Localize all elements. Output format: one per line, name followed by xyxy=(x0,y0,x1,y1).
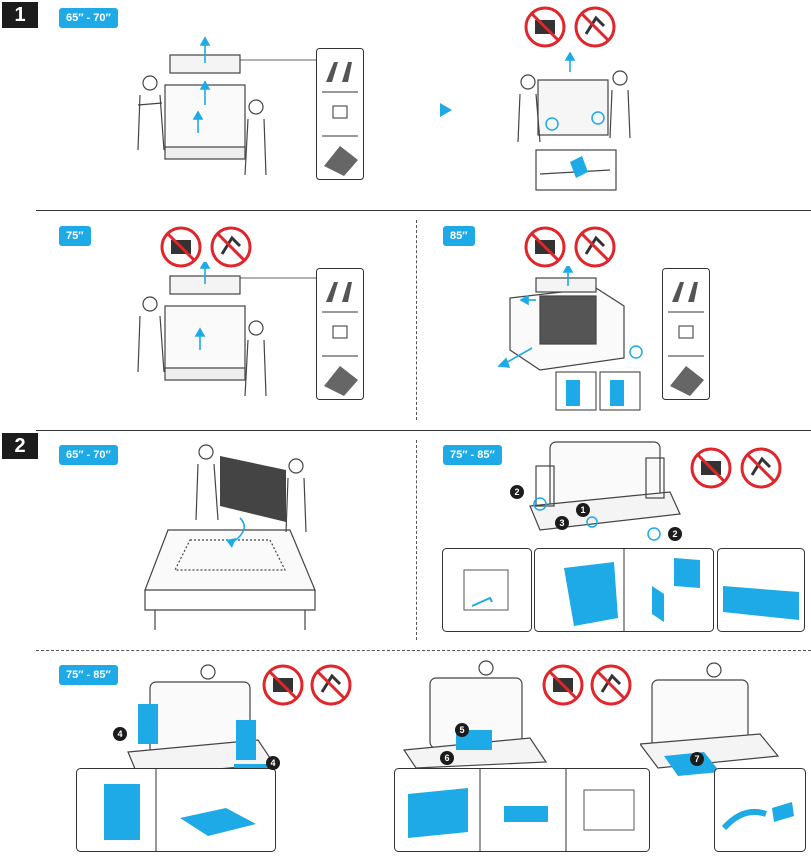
no-press-screen-icon xyxy=(574,6,616,48)
no-press-screen-icon xyxy=(574,226,616,268)
size-tag-s1-85: 85″ xyxy=(443,226,475,246)
accessory-box-3 xyxy=(662,268,710,400)
bottom-protector-illustration xyxy=(640,660,810,780)
no-press-screen-icon xyxy=(310,664,352,706)
callout-1: 1 xyxy=(576,503,590,517)
remove-tv-illustration xyxy=(510,52,640,194)
no-press-screen-icon xyxy=(210,226,252,268)
callout-5: 5 xyxy=(455,723,469,737)
protector-detail-5-6 xyxy=(394,768,650,852)
accessory-box-1 xyxy=(316,48,364,180)
side-protector-illustration xyxy=(108,660,284,780)
callout-2b: 2 xyxy=(668,527,682,541)
no-lift-by-screen-icon xyxy=(690,447,732,489)
no-lift-by-screen-icon xyxy=(262,664,304,706)
size-tag-s2-65-70: 65″ - 70″ xyxy=(59,445,118,465)
tape-detail-3 xyxy=(717,548,805,632)
callout-6: 6 xyxy=(440,751,454,765)
arrow-right-icon xyxy=(440,103,452,117)
unbox-75-illustration xyxy=(130,262,370,402)
no-press-screen-icon xyxy=(590,664,632,706)
callout-2: 2 xyxy=(510,485,524,499)
size-tag-s2-75-85: 75″ - 85″ xyxy=(443,445,502,465)
step-1-badge: 1 xyxy=(2,2,38,28)
size-tag-s2b-75-85: 75″ - 85″ xyxy=(59,665,118,685)
column-divider-1 xyxy=(416,220,417,420)
unbox-85-illustration xyxy=(496,266,656,412)
no-lift-by-screen-icon xyxy=(524,226,566,268)
no-lift-by-screen-icon xyxy=(524,6,566,48)
size-tag-s1-65-70: 65″ - 70″ xyxy=(59,8,118,28)
step-divider xyxy=(36,430,811,431)
row-divider xyxy=(36,650,811,651)
unbox-65-70-illustration xyxy=(130,35,370,180)
tape-detail-2 xyxy=(534,548,714,632)
callout-4b: 4 xyxy=(266,756,280,770)
section-divider xyxy=(36,210,811,211)
place-on-table-illustration xyxy=(140,440,340,635)
no-lift-by-screen-icon xyxy=(160,226,202,268)
callout-7: 7 xyxy=(690,752,704,766)
tape-detail-1 xyxy=(442,548,532,632)
size-tag-s1-75: 75″ xyxy=(59,226,91,246)
column-divider-2 xyxy=(416,440,417,640)
callout-4: 4 xyxy=(113,727,127,741)
no-lift-by-screen-icon xyxy=(542,664,584,706)
front-protector-illustration xyxy=(400,660,550,770)
tv-on-base-illustration xyxy=(510,436,686,544)
step-2-badge: 2 xyxy=(2,433,38,459)
callout-3: 3 xyxy=(555,516,569,530)
side-protector-detail xyxy=(76,768,276,852)
no-press-screen-icon xyxy=(740,447,782,489)
protector-detail-7 xyxy=(714,768,806,852)
accessory-box-2 xyxy=(316,268,364,400)
